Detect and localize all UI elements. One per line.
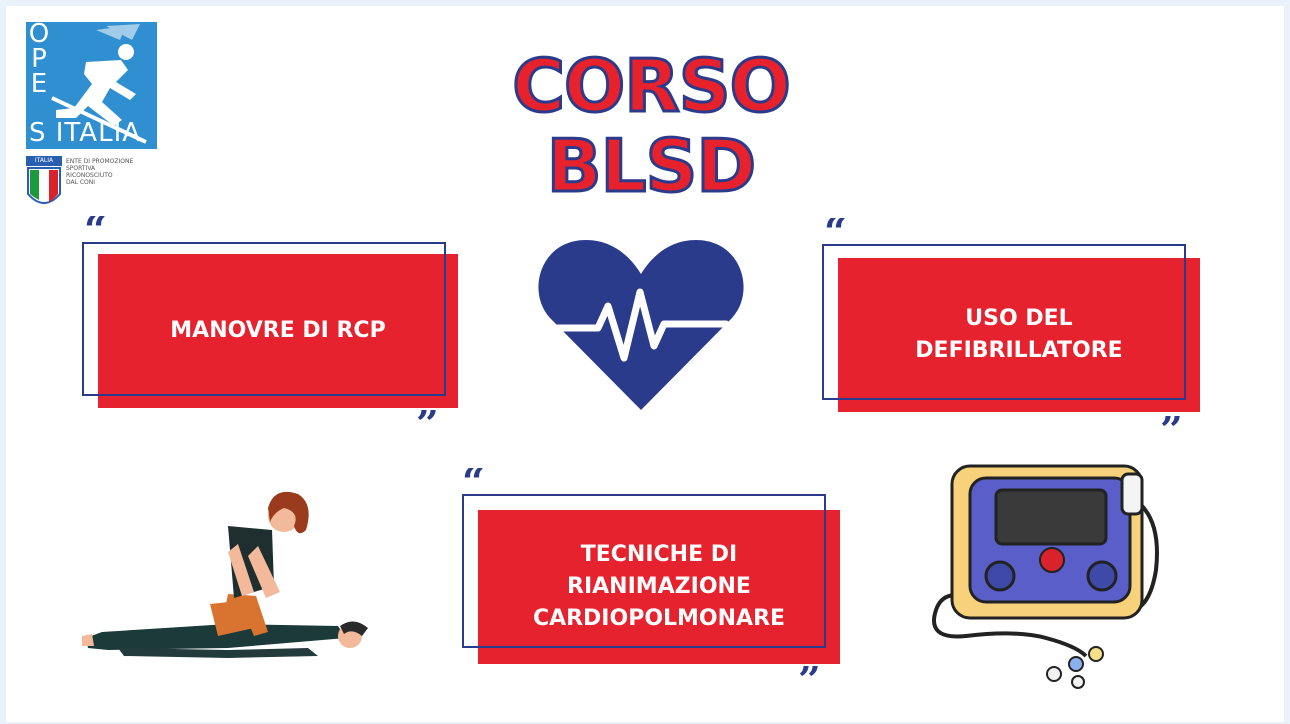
open-quote-icon: “ bbox=[84, 216, 108, 242]
card-frame bbox=[82, 242, 446, 396]
logo-subtitle-text: ENTE DI PROMOZIONE SPORTIVA RICONOSCIUTO… bbox=[66, 158, 156, 186]
card-label: TECNICHE DI RIANIMAZIONE CARDIOPOLMONARE bbox=[478, 510, 840, 664]
logo-letter: O bbox=[28, 22, 50, 49]
open-quote-icon: “ bbox=[462, 468, 486, 494]
page-title: CORSO BLSD bbox=[511, 44, 793, 208]
opes-italia-logo: O P E S ITALIA ITALIA ENTE DI PROMOZIONE… bbox=[26, 22, 166, 222]
logo-subtitle-line: SPORTIVA bbox=[66, 165, 96, 172]
card-tecniche-rianimazione: “ TECNICHE DI RIANIMAZIONE CARDIOPOLMONA… bbox=[460, 466, 850, 692]
close-quote-icon: ” bbox=[1160, 416, 1184, 442]
logo-letter: E bbox=[30, 69, 48, 99]
logo-subtitle-line: ENTE DI PROMOZIONE bbox=[66, 158, 134, 165]
close-quote-icon: ” bbox=[416, 410, 440, 436]
card-label-line: RIANIMAZIONE bbox=[567, 574, 751, 599]
card-manovre-rcp: “ MANOVRE DI RCP ” bbox=[78, 214, 468, 436]
card-frame bbox=[822, 244, 1186, 400]
card-label: USO DEL DEFIBRILLATORE bbox=[838, 258, 1200, 412]
card-label-line: DEFIBRILLATORE bbox=[915, 338, 1123, 363]
logo-italia-text: S ITALIA bbox=[29, 118, 142, 148]
card-label-line: MANOVRE DI RCP bbox=[170, 318, 386, 343]
cpr-illustration bbox=[82, 491, 368, 658]
logo-subtitle: ITALIA ENTE DI PROMOZIONE SPORTIVA RICON… bbox=[26, 156, 166, 216]
italian-shield-icon bbox=[27, 167, 61, 204]
logo-vertical-letters: O P E bbox=[28, 22, 50, 97]
card-label: MANOVRE DI RCP bbox=[98, 254, 458, 408]
logo-subtitle-line: DAL CONI bbox=[66, 179, 96, 186]
shield-label: ITALIA bbox=[26, 156, 62, 166]
heartbeat-heart-icon bbox=[538, 240, 744, 410]
card-frame bbox=[462, 494, 826, 648]
logo-letter: P bbox=[31, 44, 47, 74]
logo-subtitle-line: RICONOSCIUTO bbox=[66, 172, 113, 179]
logo-box: O P E S ITALIA bbox=[26, 22, 157, 149]
close-quote-icon: ” bbox=[798, 666, 822, 692]
card-label-line: TECNICHE DI bbox=[580, 542, 738, 567]
slide-canvas: O P E S ITALIA ITALIA ENTE DI PROMOZIONE… bbox=[6, 6, 1284, 722]
runner-icon bbox=[51, 24, 147, 144]
card-label-line: CARDIOPOLMONARE bbox=[532, 606, 786, 631]
open-quote-icon: “ bbox=[824, 218, 848, 244]
defibrillator-illustration bbox=[932, 464, 1159, 689]
card-label-line: USO DEL bbox=[965, 306, 1073, 331]
card-uso-defibrillatore: “ USO DEL DEFIBRILLATORE ” bbox=[820, 216, 1210, 442]
